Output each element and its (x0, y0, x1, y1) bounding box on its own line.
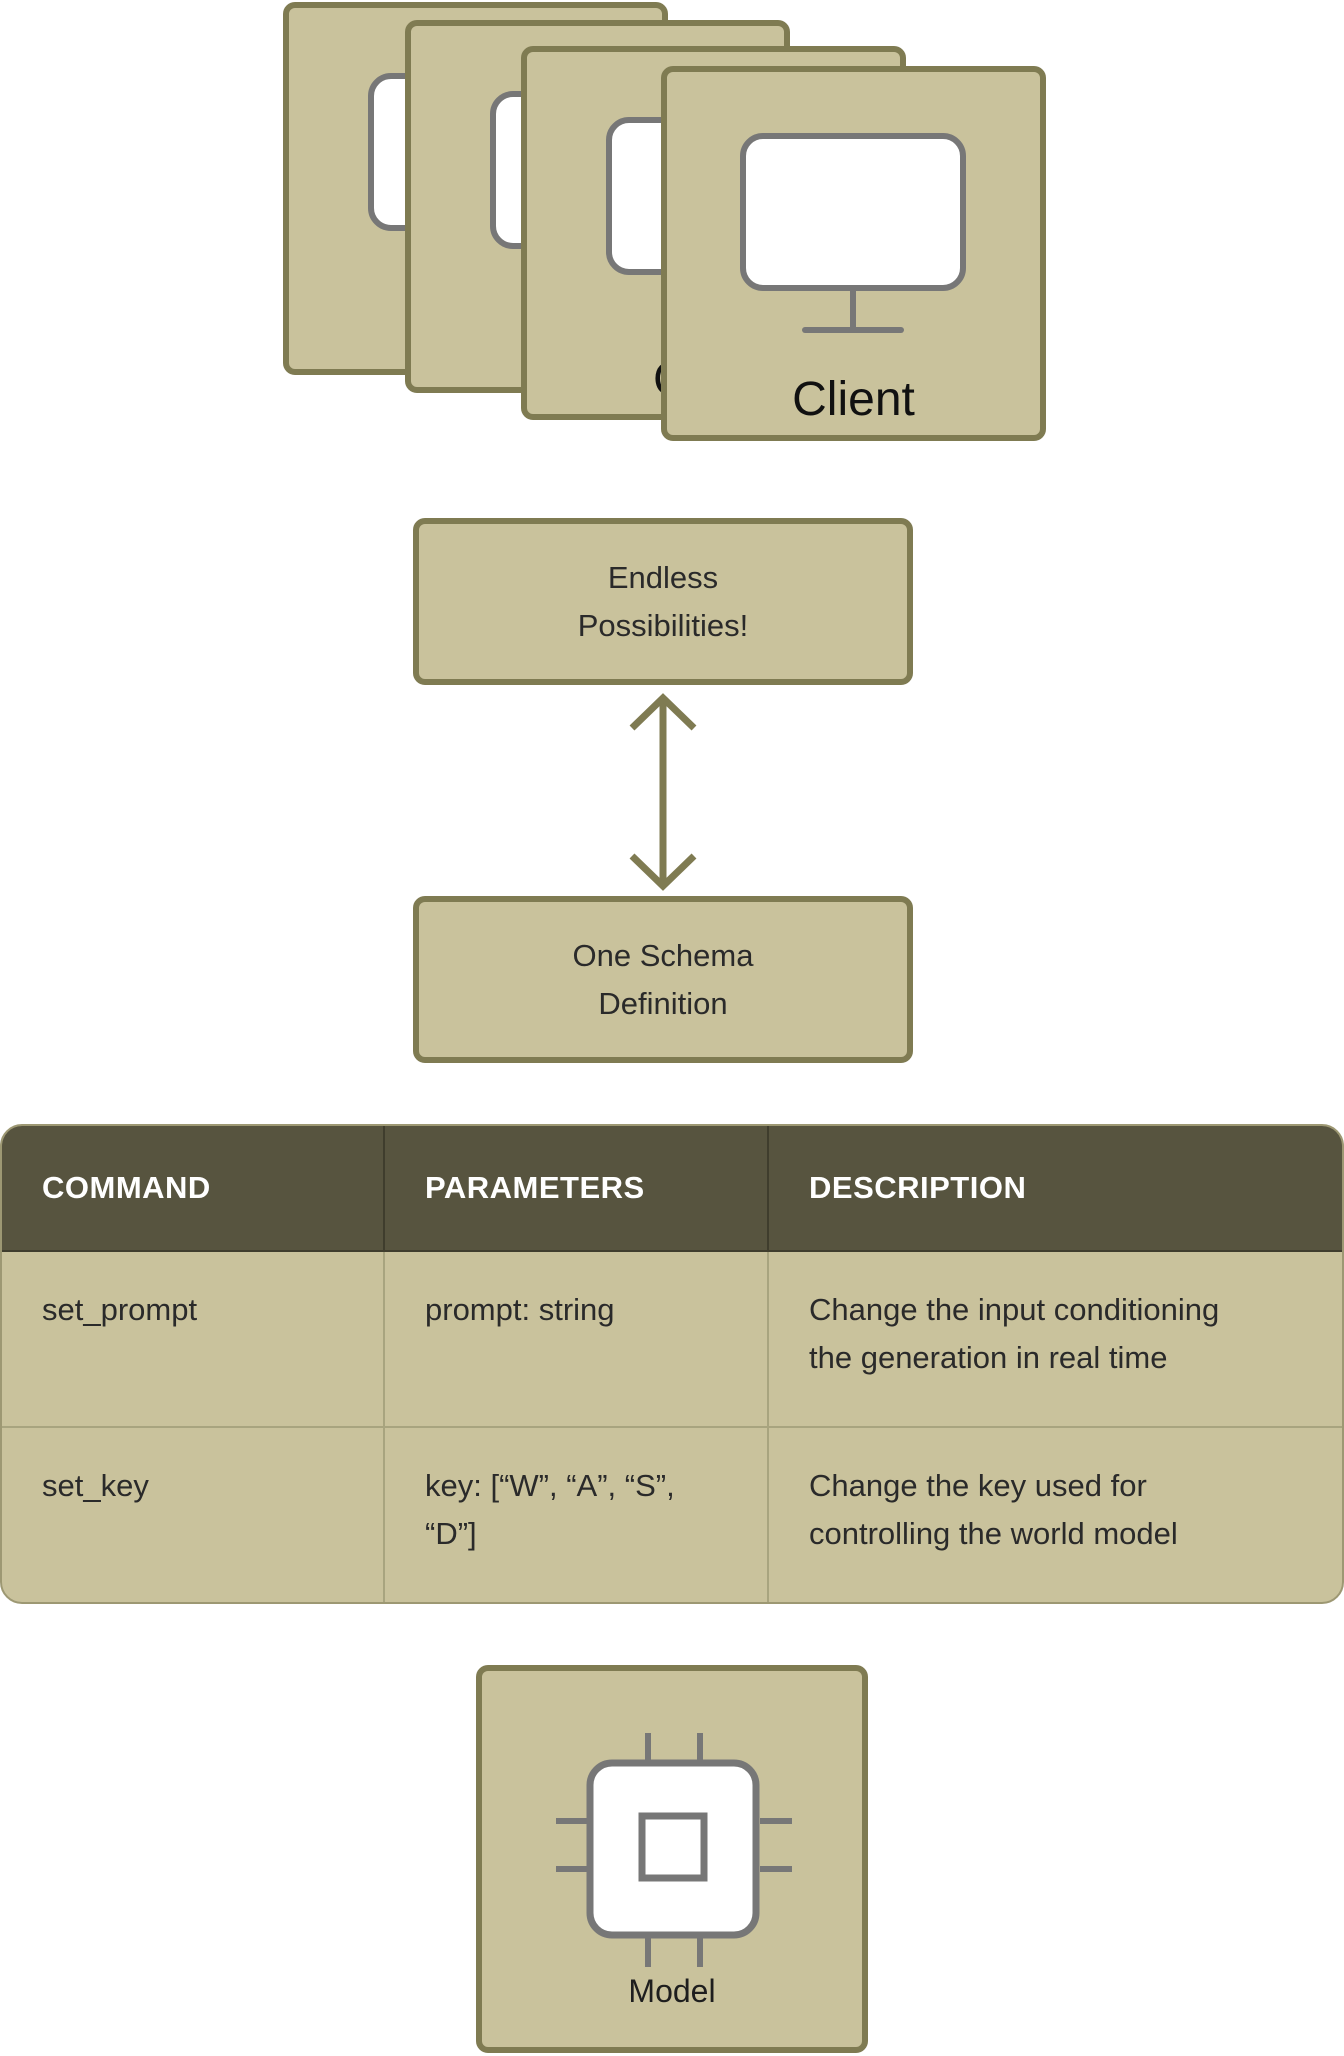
parameters-cell: prompt: string (385, 1252, 769, 1426)
endless-line-2: Possibilities! (577, 607, 749, 643)
description-line: the generation in real time (809, 1340, 1168, 1375)
table-row: set_prompt prompt: string Change the inp… (2, 1252, 1342, 1426)
table-header: COMMAND PARAMETERS DESCRIPTION (2, 1126, 1342, 1252)
command-cell: set_prompt (2, 1252, 385, 1426)
description-line: Change the key used for (809, 1468, 1147, 1503)
cpu-chip-icon (556, 1733, 792, 1967)
endless-possibilities-box: Endless Possibilities! (413, 518, 913, 685)
header-command: COMMAND (2, 1126, 385, 1250)
description-cell: Change the input conditioning the genera… (769, 1252, 1342, 1426)
endless-line-1: Endless (607, 559, 719, 595)
command-table: COMMAND PARAMETERS DESCRIPTION set_promp… (0, 1124, 1344, 1604)
table-row: set_key key: [“W”, “A”, “S”, “D”] Change… (2, 1426, 1342, 1602)
header-parameters: PARAMETERS (385, 1126, 769, 1250)
parameters-cell: key: [“W”, “A”, “S”, “D”] (385, 1428, 769, 1602)
description-line: Change the input conditioning (809, 1292, 1220, 1327)
client-card-4: Client (661, 66, 1046, 441)
schema-line-2: Definition (598, 985, 728, 1021)
description-line: controlling the world model (809, 1516, 1178, 1551)
command-text: set_prompt (42, 1292, 198, 1327)
monitor-icon (740, 133, 966, 333)
schema-line-1: One Schema (572, 937, 754, 973)
client-label: Client (792, 373, 915, 426)
schema-definition-box: One Schema Definition (413, 896, 913, 1063)
model-label: Model (628, 1973, 716, 2009)
parameters-line: prompt: string (425, 1292, 615, 1327)
command-text: set_key (42, 1468, 149, 1503)
parameters-line: “D”] (425, 1516, 477, 1551)
header-description: DESCRIPTION (809, 1170, 1027, 1205)
description-cell: Change the key used for controlling the … (769, 1428, 1342, 1602)
double-arrow-icon (629, 693, 697, 891)
command-cell: set_key (2, 1428, 385, 1602)
model-card: Model (476, 1665, 868, 2053)
parameters-line: key: [“W”, “A”, “S”, (425, 1468, 675, 1503)
